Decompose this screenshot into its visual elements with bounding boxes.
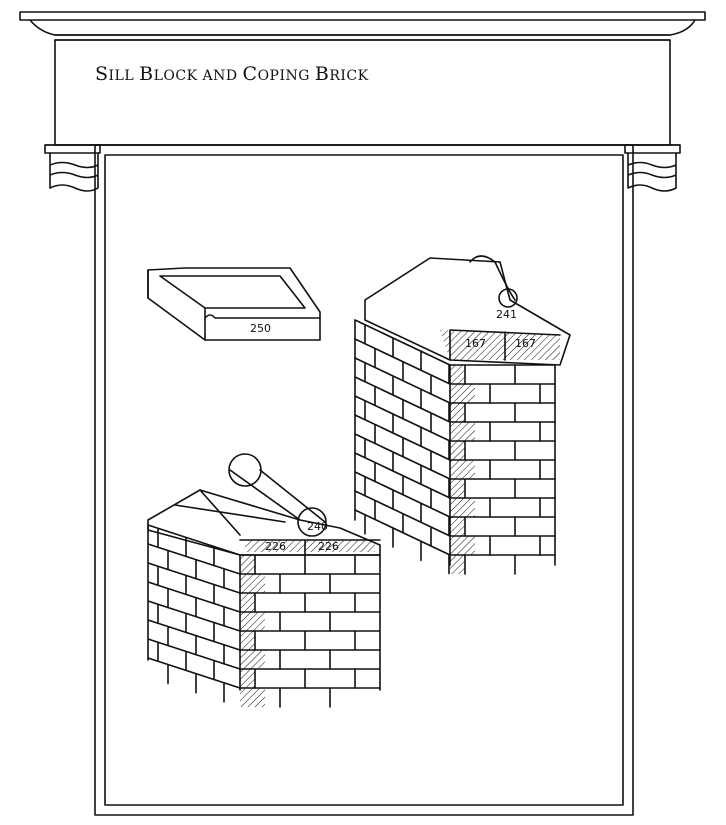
brick-shadow	[450, 422, 475, 441]
frame	[94, 144, 634, 816]
coping-label-240: 240	[307, 520, 328, 533]
brick-shadow	[240, 574, 265, 593]
brick-shadow	[450, 365, 465, 384]
brick-shadow	[450, 441, 465, 460]
brick-shadow	[240, 593, 255, 612]
brick-shadow	[450, 498, 475, 517]
left-bracket	[44, 144, 101, 192]
coping-label-167-right: 167	[515, 337, 536, 350]
brick-shadow	[240, 669, 255, 688]
coping-label-226-right: 226	[318, 540, 339, 553]
title: SILL BLOCK AND COPING BRICK	[95, 63, 369, 85]
brick-shadow	[240, 555, 255, 574]
coping-label-226-left: 226	[265, 540, 286, 553]
left-pier: 240 226 226	[147, 453, 381, 708]
brick-shadow	[240, 631, 255, 650]
brick-shadow	[450, 460, 475, 479]
right-pier: 241 167 167	[354, 255, 571, 575]
brick-shadow	[240, 650, 265, 669]
brick-shadow	[450, 536, 475, 555]
sill-block: 250	[147, 267, 321, 341]
coping-label-167-left: 167	[465, 337, 486, 350]
brick-shadow	[450, 384, 475, 403]
pier-edge	[147, 524, 381, 691]
brick-shadow	[450, 479, 465, 498]
coping-label-241: 241	[496, 308, 517, 321]
brick-shadow	[450, 517, 465, 536]
sill-block-label: 250	[250, 322, 271, 335]
brick-shadow	[240, 688, 265, 707]
brick-shadow	[450, 555, 465, 574]
pier-edge	[354, 319, 556, 566]
brick-shadow	[450, 403, 465, 422]
brick-shadow	[240, 612, 265, 631]
